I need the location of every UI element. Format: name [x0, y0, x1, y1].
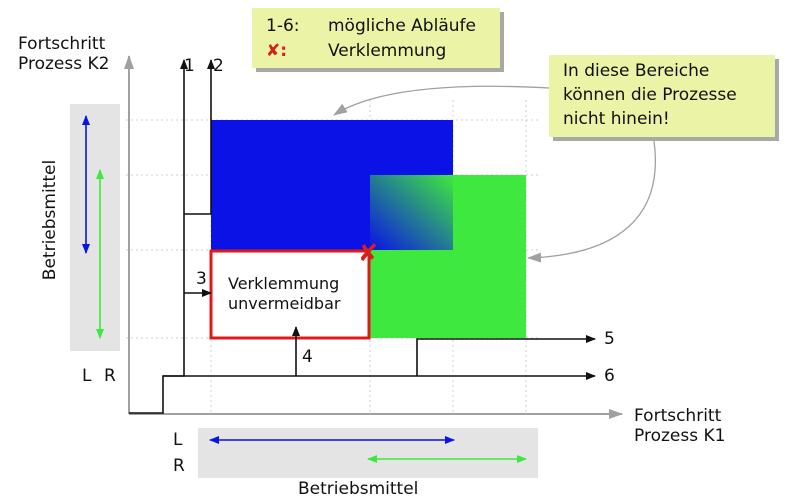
path-label-5: 5	[604, 329, 615, 349]
deadlock-legend-icon: ✘:	[266, 41, 288, 61]
horizontal-lane-label-r: R	[173, 456, 185, 476]
unsafe-region-label: Verklemmung unvermeidbar	[228, 274, 341, 313]
unsafe-region	[209, 249, 371, 340]
vertical-lane-label-l: L	[82, 366, 92, 386]
x-axis-title: Fortschritt Prozess K1	[634, 406, 726, 446]
forbidden-region-overlap	[370, 175, 453, 250]
path-label-1: 1	[184, 56, 195, 76]
forbidden-region-callout: In diese Bereiche können die Prozesse ni…	[549, 55, 775, 137]
legend-note: 1-6:mögliche Abläufe ✘:Verklemmung	[252, 8, 500, 68]
vertical-resource-lane	[70, 104, 120, 351]
deadlock-marker-icon: ✘	[358, 239, 379, 267]
path-2	[184, 59, 215, 215]
horizontal-lane-label-l: L	[173, 430, 183, 450]
legend-row-deadlock: ✘:Verklemmung	[266, 41, 447, 61]
path-label-6: 6	[604, 366, 615, 386]
y-axis-title: Fortschritt Prozess K2	[18, 34, 110, 74]
vertical-lane-label-r: R	[104, 366, 116, 386]
callout-arrow-to-blue	[333, 85, 550, 116]
vertical-resource-title: Betriebsmittel	[40, 159, 60, 281]
path-label-4: 4	[302, 347, 313, 367]
horizontal-resource-title: Betriebsmittel	[298, 479, 419, 499]
path-label-3: 3	[196, 269, 207, 289]
path-5	[416, 335, 596, 376]
legend-row-paths: 1-6:mögliche Abläufe	[266, 16, 476, 36]
horizontal-resource-lane	[198, 428, 538, 478]
path-1	[129, 59, 188, 414]
path-label-2: 2	[213, 56, 224, 76]
callout-arrow-to-green	[527, 140, 656, 263]
